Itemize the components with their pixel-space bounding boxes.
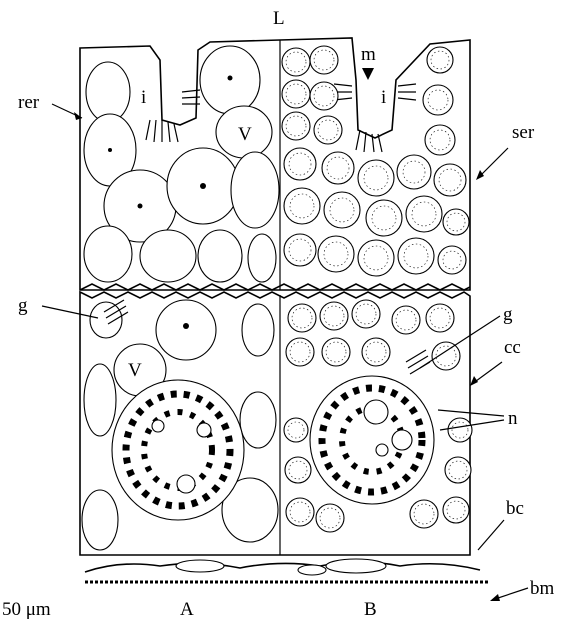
microvilli-right — [334, 84, 416, 152]
label-cc: cc — [504, 337, 521, 358]
label-i-right: i — [381, 87, 386, 108]
label-v-bottom: V — [128, 360, 142, 381]
label-g-right: g — [503, 304, 513, 325]
lower-b-nuclei — [284, 300, 472, 532]
upper-a-nuclei — [84, 46, 279, 282]
label-bc: bc — [506, 498, 524, 519]
label-rer: rer — [18, 92, 40, 113]
lower-tissue-block — [80, 292, 472, 555]
upper-b-nuclei — [282, 46, 469, 276]
microvilli-left — [146, 90, 200, 142]
lower-a-nuclei — [82, 300, 278, 550]
label-v-top: V — [238, 124, 252, 145]
label-n: n — [508, 408, 518, 429]
basal-region — [85, 559, 490, 582]
label-panel-a: A — [180, 599, 194, 620]
label-panel-b: B — [364, 599, 377, 620]
label-i-left: i — [141, 87, 146, 108]
label-ser: ser — [512, 122, 535, 143]
label-lumen: L — [273, 8, 285, 29]
upper-tissue-block — [80, 38, 470, 290]
label-bm: bm — [530, 578, 555, 599]
label-m: m — [361, 44, 376, 65]
label-g-left: g — [18, 295, 28, 316]
label-scale: 50 μm — [2, 599, 51, 620]
